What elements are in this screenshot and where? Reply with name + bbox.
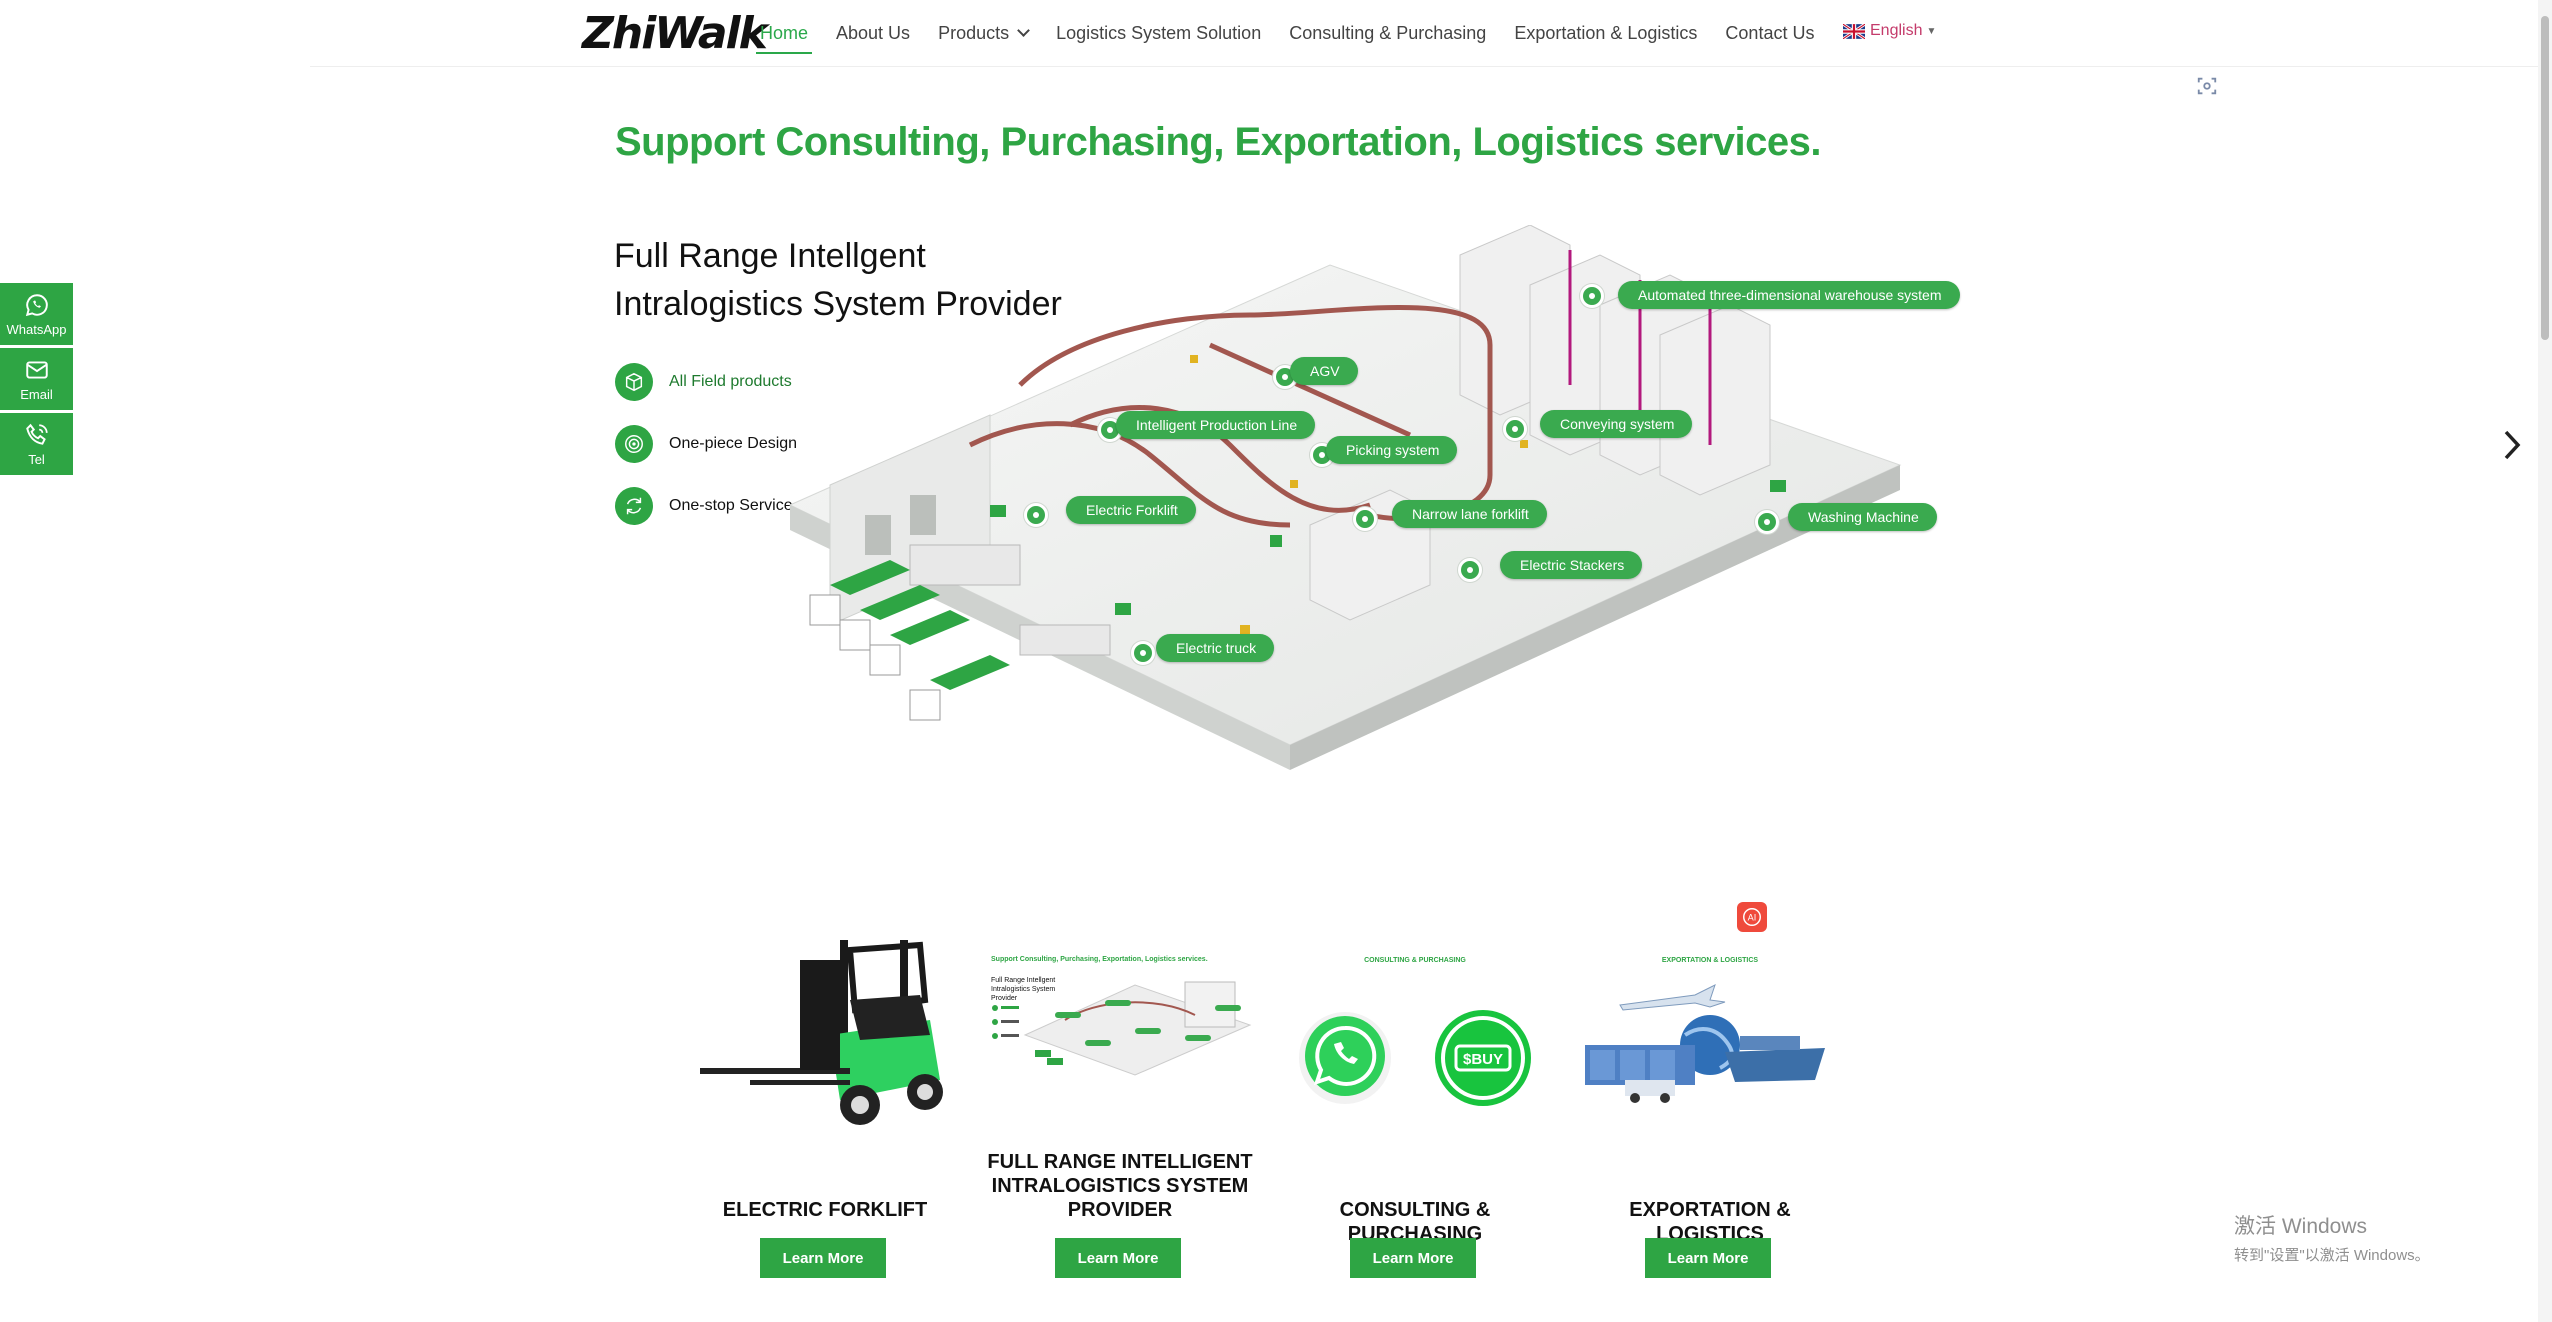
learn-more-button[interactable]: Learn More xyxy=(1350,1238,1476,1278)
hotspot-dot[interactable] xyxy=(1353,507,1377,531)
thumb-title: Full Range Intellgent Intralogistics Sys… xyxy=(991,977,1056,1002)
scan-icon[interactable] xyxy=(2196,75,2218,97)
nav-about-us[interactable]: About Us xyxy=(836,22,911,43)
warehouse-floor-image xyxy=(788,225,1902,770)
phone-icon xyxy=(25,423,48,445)
feature-label: One-stop Service xyxy=(669,497,793,514)
whatsapp-buy-illustration: $BUY xyxy=(1299,1010,1531,1106)
header-divider xyxy=(310,66,2540,67)
globe-ship-plane-illustration xyxy=(1585,984,1825,1103)
nav-contact-us[interactable]: Contact Us xyxy=(1725,22,1815,43)
card-title: ELECTRIC FORKLIFT xyxy=(722,1199,928,1221)
ai-icon: AI xyxy=(1743,908,1761,926)
side-contact-bar: WhatsApp Email Tel xyxy=(0,283,73,478)
hotspot-dot[interactable] xyxy=(1580,284,1604,308)
hero-title: Full Range Intellgent Intralogistics Sys… xyxy=(614,232,1062,328)
brand-logo[interactable]: ZhiWalk xyxy=(582,8,768,59)
email-button[interactable]: Email xyxy=(0,348,73,410)
label-electric-truck[interactable]: Electric truck xyxy=(1156,634,1275,662)
whatsapp-icon xyxy=(25,293,48,316)
hotspot-dot[interactable] xyxy=(1131,641,1155,665)
nav-products[interactable]: Products xyxy=(938,0,1030,66)
main-nav: Home About Us Products Logistics System … xyxy=(755,0,1842,66)
label-washing-machine[interactable]: Washing Machine xyxy=(1788,503,1937,531)
chevron-down-icon xyxy=(1017,24,1030,37)
hero-feature-list: All Field products One-piece Design One-… xyxy=(615,362,797,548)
language-label: English xyxy=(1870,22,1923,39)
product-card-exportation-logistics: EXPORTATION & LOGISTICS EXPORTATION & LO… xyxy=(1575,940,1845,1280)
hotspot-dot[interactable] xyxy=(1024,503,1048,527)
whatsapp-button[interactable]: WhatsApp xyxy=(0,283,73,345)
svg-text:AI: AI xyxy=(1748,913,1757,923)
product-card-consulting-purchasing: CONSULTING & PURCHASING $BUY CONSULTING … xyxy=(1280,940,1550,1280)
hero-title-line-2: Intralogistics System Provider xyxy=(614,285,1062,323)
ai-assistant-button[interactable]: AI xyxy=(1737,902,1767,932)
electric-forklift-image[interactable] xyxy=(690,940,960,1140)
nav-products-label: Products xyxy=(938,22,1010,43)
scrollbar-thumb[interactable] xyxy=(2541,16,2549,340)
whatsapp-label: WhatsApp xyxy=(6,321,67,337)
thumb-headline: EXPORTATION & LOGISTICS xyxy=(1661,957,1759,964)
learn-more-button[interactable]: Learn More xyxy=(1055,1238,1181,1278)
target-icon xyxy=(615,425,653,463)
label-narrow-lane-forklift[interactable]: Narrow lane forklift xyxy=(1392,500,1547,528)
label-intelligent-production-line[interactable]: Intelligent Production Line xyxy=(1116,411,1316,439)
carousel-next-arrow-icon[interactable] xyxy=(2500,428,2524,462)
tel-label: Tel xyxy=(28,451,45,467)
tel-button[interactable]: Tel xyxy=(0,413,73,475)
caret-down-icon: ▼ xyxy=(1926,25,1937,37)
thumb-headline: CONSULTING & PURCHASING xyxy=(1364,957,1466,964)
card-title: FULL RANGE INTELLIGENT INTRALOGISTICS SY… xyxy=(987,1151,1253,1221)
learn-more-button[interactable]: Learn More xyxy=(1645,1238,1771,1278)
feature-item: All Field products xyxy=(615,362,797,402)
svg-text:$BUY: $BUY xyxy=(1463,1051,1503,1068)
watermark-line-1: 激活 Windows xyxy=(2234,1215,2368,1238)
feature-label: One-piece Design xyxy=(669,435,798,452)
label-electric-stackers[interactable]: Electric Stackers xyxy=(1500,551,1643,579)
label-agv[interactable]: AGV xyxy=(1290,357,1358,385)
hero-headline: Support Consulting, Purchasing, Exportat… xyxy=(615,120,1821,164)
warehouse-illustration: Automated three-dimensional warehouse sy… xyxy=(770,225,1960,785)
intralogistics-thumbnail[interactable]: Support Consulting, Purchasing, Exportat… xyxy=(985,940,1255,1140)
label-electric-forklift[interactable]: Electric Forklift xyxy=(1066,496,1196,524)
learn-more-button[interactable]: Learn More xyxy=(760,1238,886,1278)
nav-consulting-purchasing[interactable]: Consulting & Purchasing xyxy=(1289,22,1487,43)
language-selector[interactable]: English ▼ xyxy=(1843,22,1936,40)
feature-item: One-piece Design xyxy=(615,424,797,464)
windows-activation-watermark: 激活 Windows 转到"设置"以激活 Windows。 xyxy=(2234,1210,2430,1265)
exportation-logistics-thumbnail[interactable]: EXPORTATION & LOGISTICS xyxy=(1575,940,1845,1140)
feature-label: All Field products xyxy=(669,373,792,390)
hero-title-line-1: Full Range Intellgent xyxy=(614,237,926,275)
watermark-line-2: 转到"设置"以激活 Windows。 xyxy=(2234,1247,2430,1264)
consulting-purchasing-thumbnail[interactable]: CONSULTING & PURCHASING $BUY xyxy=(1280,940,1550,1140)
nav-home[interactable]: Home xyxy=(755,0,813,66)
site-header: ZhiWalk Home About Us Products Logistics… xyxy=(0,0,2552,66)
hotspot-dot[interactable] xyxy=(1458,558,1482,582)
product-card-intralogistics: Support Consulting, Purchasing, Exportat… xyxy=(985,940,1255,1280)
refresh-icon xyxy=(615,487,653,525)
email-label: Email xyxy=(20,386,53,402)
nav-exportation-logistics[interactable]: Exportation & Logistics xyxy=(1514,22,1698,43)
intralogistics-mini-illustration xyxy=(992,981,1252,1076)
mail-icon xyxy=(25,360,48,379)
cube-icon xyxy=(615,363,653,401)
uk-flag-icon xyxy=(1843,23,1865,39)
nav-logistics-system-solution[interactable]: Logistics System Solution xyxy=(1056,22,1262,43)
label-picking-system[interactable]: Picking system xyxy=(1326,436,1458,464)
label-automated-warehouse[interactable]: Automated three-dimensional warehouse sy… xyxy=(1618,281,1960,309)
hotspot-dot[interactable] xyxy=(1503,417,1527,441)
thumb-headline: Support Consulting, Purchasing, Exportat… xyxy=(991,956,1208,963)
product-card-electric-forklift: ELECTRIC FORKLIFT Learn More xyxy=(690,940,960,1280)
label-conveying-system[interactable]: Conveying system xyxy=(1540,410,1693,438)
hotspot-dot[interactable] xyxy=(1755,510,1779,534)
feature-item: One-stop Service xyxy=(615,486,797,526)
